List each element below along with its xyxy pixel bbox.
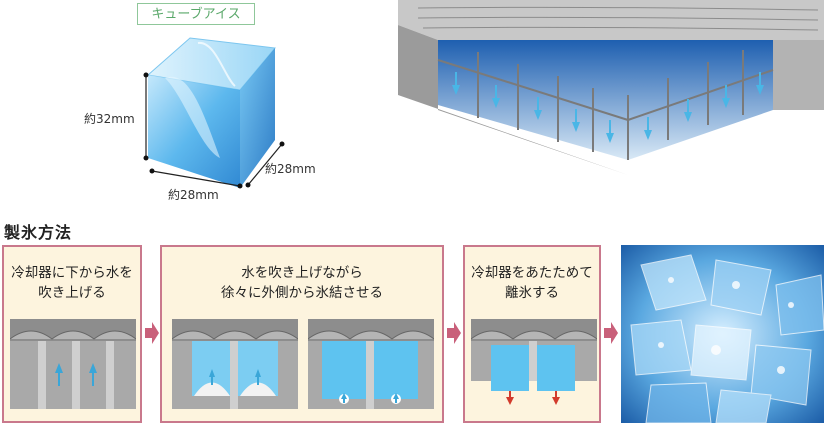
ice-cubes-photo [621,245,824,423]
step-3-caption: 冷却器をあたためて 離氷する [471,265,593,301]
cube-height-dimension: 約32mm [84,112,135,126]
step-1-panel: 冷却器に下から水を 吹き上げる [2,245,142,423]
step-arrow-2 [447,322,461,344]
step-2-diagram-partial-freeze [172,319,298,409]
step-1-diagram [10,319,136,409]
step-arrow-3 [604,322,618,344]
step-arrow-1 [145,322,159,344]
step-2-diagram-full-freeze [308,319,434,409]
cube-ice-label: キューブアイス [137,3,255,25]
step-2-panel: 水を吹き上げながら 徐々に外側から氷結させる [160,245,444,423]
step-2-caption: 水を吹き上げながら 徐々に外側から氷結させる [221,265,383,301]
cube-depth-dimension: 約28mm [265,162,316,176]
step-1-caption: 冷却器に下から水を 吹き上げる [11,265,133,301]
section-title: 製氷方法 [4,223,73,242]
cube-ice-illustration [143,37,285,189]
step-3-panel: 冷却器をあたためて 離氷する [463,245,601,423]
cube-width-dimension: 約28mm [168,188,219,202]
step-3-diagram-release [471,319,597,405]
evaporator-cutaway-illustration [398,0,824,175]
